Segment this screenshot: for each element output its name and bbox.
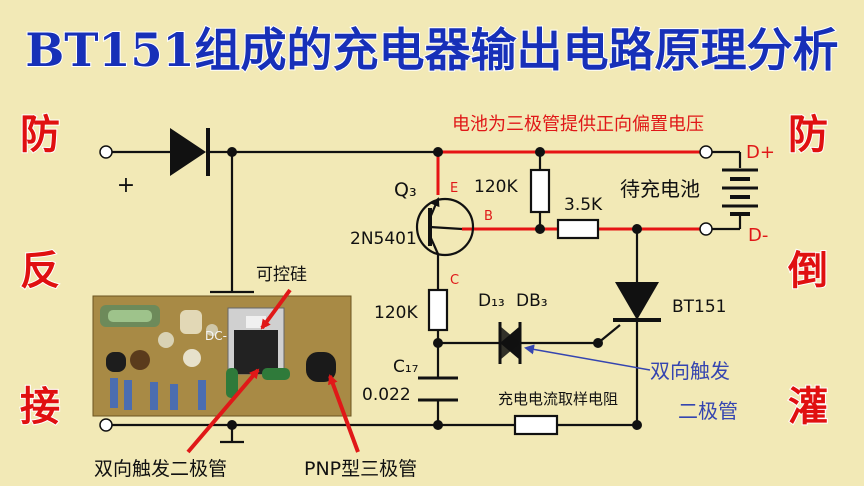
side-label-left-bottom: 接: [20, 383, 60, 430]
plus-sign: +: [117, 173, 135, 198]
label-r-base-left: 120K: [474, 177, 518, 197]
side-label-right-mid: 倒: [787, 247, 828, 294]
terminal-d-plus: [699, 145, 713, 159]
junction-gnd: [227, 420, 237, 430]
callout-scr: 可控硅: [256, 265, 307, 285]
terminal-left-top: [99, 145, 113, 159]
diac-note-line1: 双向触发: [650, 359, 730, 383]
diac-db3: [498, 322, 522, 364]
side-label-right-bottom: 灌: [788, 383, 828, 430]
label-d-minus: D-: [748, 225, 768, 246]
battery-symbol: [722, 168, 758, 216]
input-diode: [170, 128, 210, 176]
callout-pnp-arrow: [328, 374, 360, 453]
junction-rb-top: [535, 147, 545, 157]
label-diac-ref2: DB₃: [516, 291, 548, 311]
page-title: BT151组成的充电器输出电路原理分析: [25, 23, 838, 77]
label-diac-ref1: D₁₃: [478, 291, 505, 311]
label-sense-resistor: 充电电流取样电阻: [498, 390, 618, 408]
diac-note-arrow: [524, 344, 651, 371]
battery-label: 待充电池: [620, 177, 700, 201]
terminal-left-bottom: [99, 418, 113, 432]
callout-diac-arrow: [186, 368, 260, 454]
q3-part: 2N5401: [350, 229, 417, 249]
callout-pnp: PNP型三极管: [304, 458, 417, 480]
resistor-base-series: [556, 218, 600, 240]
resistor-collector: [427, 288, 449, 332]
scr-bt151: [613, 282, 661, 322]
side-label-left-mid: 反: [20, 247, 60, 294]
side-label-right-top: 防: [788, 111, 828, 158]
junction-scr-anode: [632, 224, 642, 234]
q3-ref: Q₃: [394, 179, 417, 201]
junction-top-left: [227, 147, 237, 157]
junction-cap-top: [433, 338, 443, 348]
diac-note-line2: 二极管: [678, 399, 738, 423]
label-r-collector: 120K: [374, 303, 418, 323]
label-c17-ref: C₁₇: [393, 357, 419, 377]
pcb-photo: [92, 295, 352, 417]
label-c17-value: 0.022: [362, 385, 411, 405]
capacitor-c17: [418, 376, 458, 402]
resistor-base-bias: [529, 168, 551, 214]
callout-scr-arrow: [260, 288, 292, 330]
junction-gate: [593, 338, 603, 348]
junction-rb-bot: [535, 224, 545, 234]
transistor-q3: [415, 197, 475, 257]
q3-pin-c: C: [450, 273, 459, 288]
pcb-silk-text: DC-: [205, 329, 227, 343]
label-d-plus: D+: [746, 142, 775, 163]
junction-cap-bot: [433, 420, 443, 430]
q3-pin-e: E: [450, 181, 458, 196]
junction-emitter: [433, 147, 443, 157]
q3-pin-b: B: [484, 209, 493, 224]
junction-scr-bot: [632, 420, 642, 430]
callout-diac: 双向触发二极管: [94, 458, 227, 480]
label-r-base-series: 3.5K: [564, 195, 603, 215]
resistor-sense: [513, 414, 559, 436]
terminal-d-minus: [699, 222, 713, 236]
side-label-left-top: 防: [20, 111, 60, 158]
label-scr: BT151: [672, 297, 727, 317]
bias-annotation: 电池为三极管提供正向偏置电压: [452, 114, 704, 135]
